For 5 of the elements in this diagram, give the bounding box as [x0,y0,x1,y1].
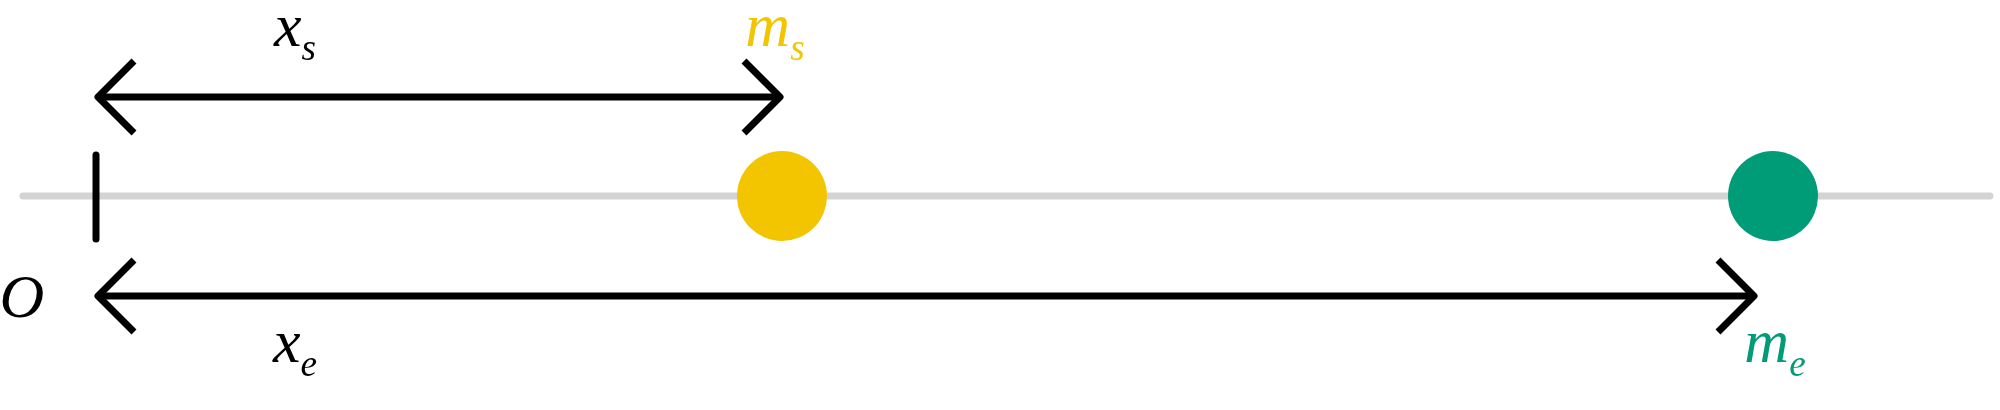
mass-label: m$_{s}$ [745,0,805,66]
mass-label: m$_{e}$ [1744,310,1806,382]
origin-label: O [0,265,45,327]
distance-label: x$_{s}$ [274,0,316,66]
distance-label: x$_{e}$ [273,310,317,382]
